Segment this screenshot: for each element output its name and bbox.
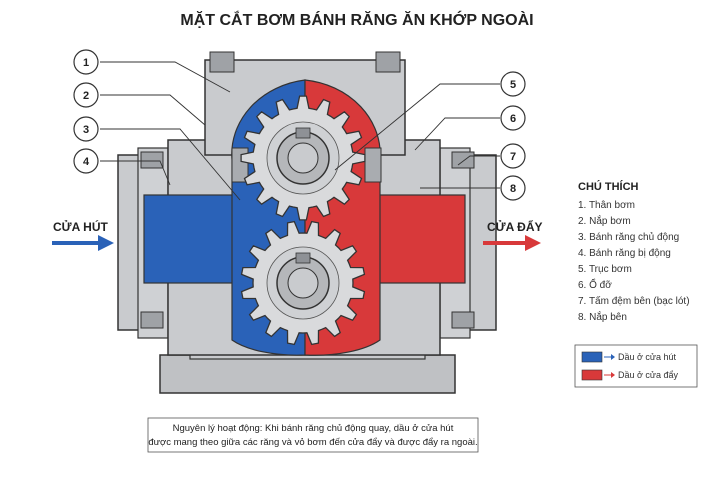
- leader-5: [334, 83, 500, 171]
- pump-base: [159, 354, 456, 394]
- drive-shaft-inner: [287, 142, 319, 174]
- suction-key-label: Dầu ở cửa hút: [618, 352, 676, 362]
- leader-1: [100, 61, 231, 93]
- principle-note-line-2: được mang theo giữa các răng và vỏ bơm đ…: [148, 437, 477, 448]
- callout-leaders: [100, 61, 500, 201]
- callout-7: 7: [500, 143, 526, 169]
- callout-5: 5: [500, 71, 526, 97]
- legend: CHÚ THÍCH 1. Thân bơm 2. Nắp bơm 3. Bánh…: [578, 180, 690, 323]
- driven-shaft-key: [295, 252, 311, 264]
- callout-1: 1: [73, 49, 99, 75]
- driven-shaft: [276, 252, 330, 310]
- leader-4: [100, 160, 171, 186]
- bolt-left-bottom: [140, 311, 164, 329]
- legend-item-8: 8. Nắp bên: [578, 310, 627, 323]
- leader-2: [100, 94, 206, 126]
- legend-item-4: 4. Bánh răng bị động: [578, 248, 671, 259]
- callout-3: 3: [73, 116, 99, 142]
- callout-5-number: 5: [510, 79, 516, 91]
- legend-item-1: 1. Thân bơm: [578, 200, 635, 211]
- outlet-arrow: [483, 235, 541, 251]
- principle-note-line-1: Nguyên lý hoạt động: Khi bánh răng chủ đ…: [173, 423, 454, 434]
- legend-title: CHÚ THÍCH: [578, 180, 639, 193]
- inlet-arrow-head: [98, 235, 114, 251]
- callout-8: 8: [500, 175, 526, 201]
- discharge-swatch: [581, 369, 603, 381]
- legend-item-2: 2. Nắp bơm: [578, 214, 631, 227]
- discharge-key-label: Dầu ở cửa đẩy: [618, 370, 678, 380]
- bolt-left-top: [140, 151, 164, 169]
- drive-shaft: [276, 127, 330, 185]
- inlet-label: CỬA HÚT: [53, 219, 109, 234]
- bolt-right-bottom: [451, 311, 475, 329]
- callout-3-number: 3: [83, 124, 89, 136]
- driven-shaft-inner: [287, 267, 319, 299]
- legend-item-7: 7. Tấm đệm bên (bạc lót): [578, 295, 690, 307]
- callout-6-number: 6: [510, 113, 516, 125]
- callout-4: 4: [73, 148, 99, 174]
- principle-note-box: [147, 417, 479, 453]
- leader-7: [457, 155, 500, 166]
- leader-3: [100, 128, 241, 201]
- callout-7-number: 7: [510, 151, 516, 163]
- leader-6: [414, 117, 500, 151]
- callout-8-number: 8: [510, 183, 516, 195]
- callout-6: 6: [500, 105, 526, 131]
- bolt-cover-left: [209, 51, 235, 73]
- suction-swatch: [581, 351, 603, 363]
- diagram-title: MẶT CẮT BƠM BÁNH RĂNG ĂN KHỚP NGOÀI: [180, 10, 533, 29]
- inlet-arrow: [52, 235, 114, 251]
- callout-2: 2: [73, 82, 99, 108]
- drive-shaft-key: [295, 127, 311, 139]
- legend-item-3: 3. Bánh răng chủ động: [578, 231, 679, 243]
- color-key: Dầu ở cửa hút Dầu ở cửa đẩy: [574, 344, 698, 388]
- callout-4-number: 4: [83, 156, 90, 168]
- callout-2-number: 2: [83, 90, 89, 102]
- outlet-arrow-head: [525, 235, 541, 251]
- bearing-right: [364, 147, 382, 183]
- bolt-right-top: [451, 151, 475, 169]
- outlet-label: CỬA ĐẨY: [487, 219, 543, 234]
- legend-item-6: 6. Ổ đỡ: [578, 278, 612, 291]
- principle-note: Nguyên lý hoạt động: Khi bánh răng chủ đ…: [147, 417, 479, 453]
- callout-1-number: 1: [83, 57, 89, 69]
- legend-item-5: 5. Trục bơm: [578, 264, 632, 275]
- bolt-cover-right: [375, 51, 401, 73]
